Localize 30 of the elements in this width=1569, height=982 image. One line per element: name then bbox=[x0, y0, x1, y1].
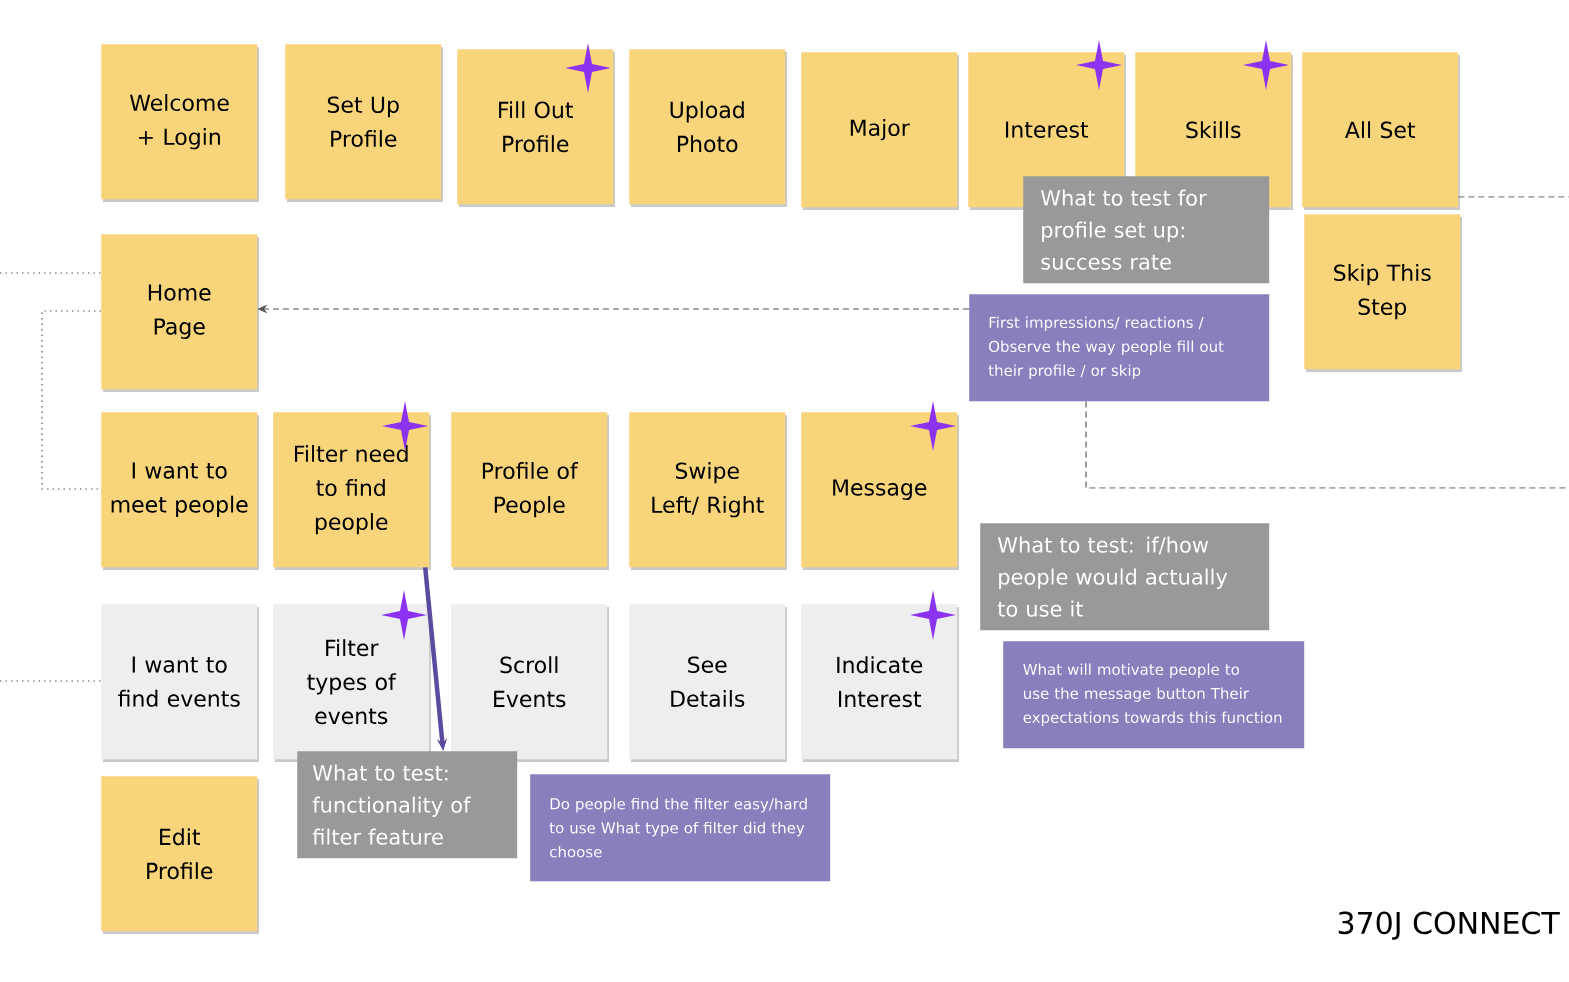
sticky-note: Home Page bbox=[101, 234, 259, 392]
note-box: What will motivate people to use the message button Their expectations towards this function bbox=[1003, 641, 1305, 749]
sticky-note: Set Up Profile bbox=[285, 44, 443, 202]
sticky-note: Fill Out Profile bbox=[457, 49, 615, 207]
sticky-note: Filter types of events bbox=[273, 604, 431, 762]
sticky-note: Swipe Left/ Right bbox=[629, 412, 787, 570]
sticky-note: Message bbox=[801, 412, 959, 570]
sticky-note: All Set bbox=[1302, 52, 1460, 210]
sticky-note: I want to find events bbox=[101, 604, 259, 762]
connector-line bbox=[1085, 400, 1569, 489]
note-box: Do people find the filter easy/hard to use What type of filter did they choose bbox=[530, 774, 831, 882]
connector-line bbox=[0, 680, 102, 682]
note-box: What to test for profile set up: success rate bbox=[1023, 176, 1270, 284]
sticky-note: I want to meet people bbox=[101, 412, 259, 570]
sticky-note: Welcome + Login bbox=[101, 44, 259, 202]
note-box: What to test: functionality of filter feature bbox=[297, 751, 518, 859]
sticky-note: Indicate Interest bbox=[801, 604, 959, 762]
sticky-note: Filter need to find people bbox=[273, 412, 431, 570]
sticky-note: See Details bbox=[629, 604, 787, 762]
title-text: 370J CONNECT bbox=[1338, 911, 1560, 940]
sticky-note: Upload Photo bbox=[629, 49, 787, 207]
note-box: What to test: if/how people would actually to use it bbox=[980, 523, 1270, 631]
connector-line bbox=[41, 310, 102, 490]
sticky-note: Skip This Step bbox=[1304, 214, 1462, 372]
note-box: First impressions/ reactions / Observe the way people fill out their profile / or skip bbox=[969, 294, 1270, 402]
sticky-note: Profile of People bbox=[451, 412, 609, 570]
sticky-note: Major bbox=[801, 52, 959, 210]
connector-line bbox=[0, 272, 102, 274]
sticky-note: Scroll Events bbox=[451, 604, 609, 762]
sticky-note: Edit Profile bbox=[101, 776, 259, 934]
